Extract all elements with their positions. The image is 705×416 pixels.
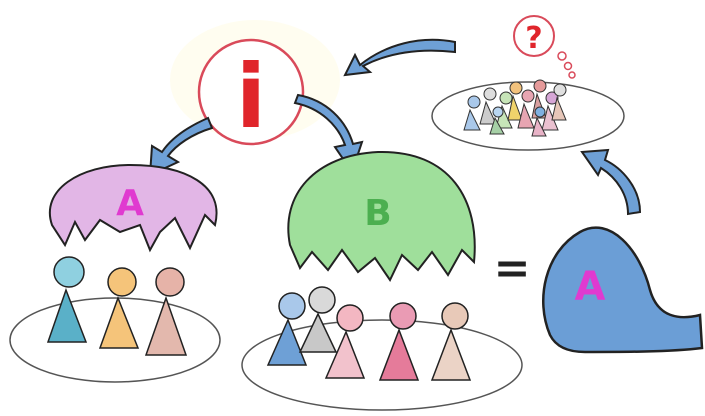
- equals-sign: =: [494, 243, 531, 294]
- thought-dot: [568, 71, 576, 79]
- group-a-people: [46, 256, 188, 356]
- group-a: A: [9, 163, 221, 383]
- arrow-question-to-info: [343, 38, 456, 77]
- arrow-info-to-b: [293, 93, 364, 175]
- question-group-ground: [431, 81, 625, 151]
- info-node: i: [197, 38, 305, 148]
- group-a-ground: [9, 297, 221, 383]
- blob-a: A: [542, 226, 704, 354]
- question-group: ?: [431, 15, 625, 151]
- group-b-people: [266, 286, 472, 381]
- blob-label: A: [575, 264, 606, 310]
- group-b-label: B: [364, 193, 391, 234]
- question-symbol: ?: [525, 21, 542, 56]
- small-people: [463, 79, 567, 137]
- arrow-blob-to-question: [580, 148, 642, 216]
- group-a-dome: [49, 163, 218, 253]
- info-symbol: i: [236, 45, 266, 148]
- group-b-ground: [241, 319, 523, 411]
- group-b-dome: [287, 150, 476, 282]
- thought-dot: [557, 51, 567, 61]
- info-circle: [197, 38, 305, 146]
- thought-dot: [563, 61, 573, 71]
- group-b: B: [241, 150, 523, 411]
- group-a-label: A: [116, 183, 144, 224]
- question-bubble: [513, 15, 555, 57]
- blob-shape: [542, 226, 704, 354]
